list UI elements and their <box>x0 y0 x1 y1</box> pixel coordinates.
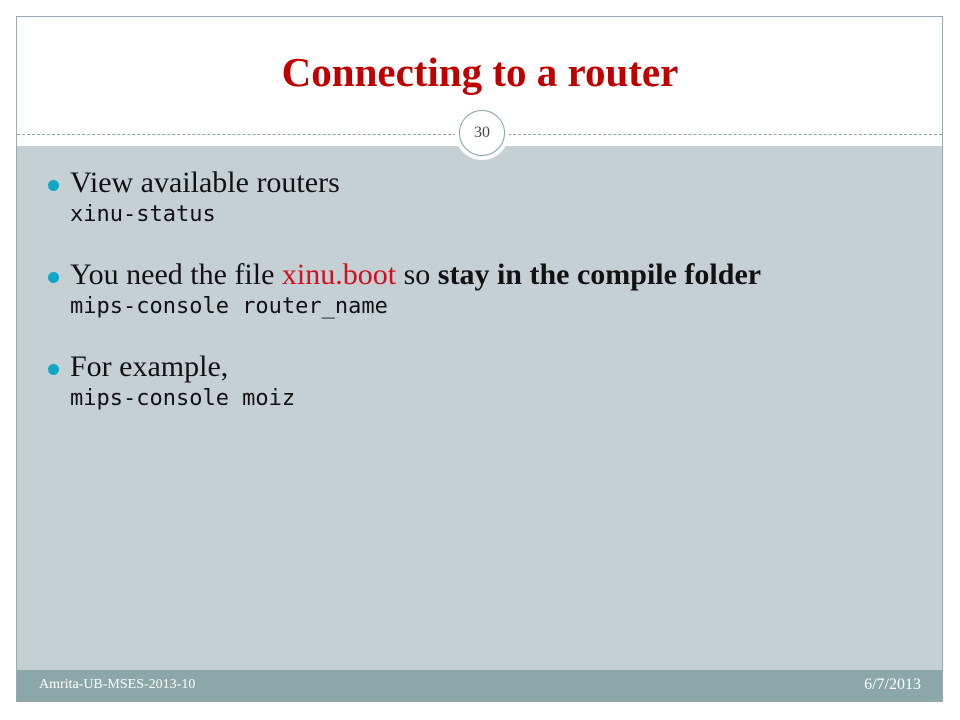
bullet-item: View available routers xinu-status <box>48 166 918 230</box>
footer-date: 6/7/2013 <box>864 676 921 693</box>
page-number: 30 <box>459 110 505 156</box>
filename-highlight: xinu.boot <box>281 258 397 291</box>
bullet-code: mips-console moiz <box>70 386 296 411</box>
bullet-item: You need the file xinu.boot so stay in t… <box>48 258 918 322</box>
page-number-badge: 30 <box>455 106 509 160</box>
slide-title: Connecting to a router <box>281 49 679 95</box>
bullet-item: For example, mips-console moiz <box>48 350 918 414</box>
footer-course-id: Amrita-UB-MSES-2013-10 <box>39 677 196 692</box>
slide-footer: Amrita-UB-MSES-2013-10 6/7/2013 <box>17 670 942 701</box>
bullet-list: View available routers xinu-status You n… <box>48 166 918 414</box>
bullet-dot-icon <box>48 180 59 191</box>
bullet-text: View available routers <box>70 166 340 199</box>
bullet-code: xinu-status <box>70 202 216 227</box>
content-area <box>17 146 942 670</box>
bullet-text-part: You need the file <box>70 258 282 291</box>
bullet-dot-icon <box>48 272 59 283</box>
bullet-dot-icon <box>48 364 59 375</box>
bullet-code: mips-console router_name <box>70 294 388 319</box>
bold-instruction: stay in the compile folder <box>437 258 762 291</box>
slide-frame <box>16 16 943 702</box>
bullet-text-part: so <box>396 258 438 291</box>
bullet-text: For example, <box>70 350 229 383</box>
bullet-text: You need the file xinu.boot so stay in t… <box>70 258 918 292</box>
